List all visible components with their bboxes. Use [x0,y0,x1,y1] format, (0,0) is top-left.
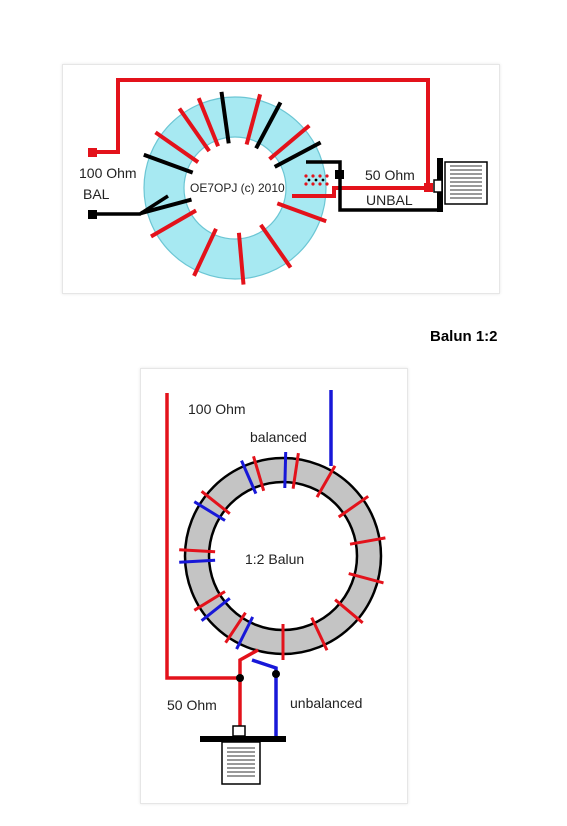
bottom-blue-winding [240,460,258,495]
top-coax-connector [433,158,488,212]
top-black-winding [140,197,193,216]
top-unbal-label: UNBAL [366,192,413,208]
bottom-blue-winding [193,500,226,522]
bottom-blue-winding [283,451,288,489]
top-red-tap-wire [292,186,428,198]
bottom-50ohm-node [236,674,244,682]
top-left-red-terminal [88,148,97,157]
bottom-red-winding [224,611,247,644]
bottom-red-winding [179,548,216,554]
top-black-winding [143,152,194,175]
top-red-winding [192,227,218,277]
bottom-blue-unbalanced-wire [251,658,278,738]
bottom-red-winding [337,495,370,519]
top-black-winding [254,101,283,150]
top-red-winding [154,130,200,164]
bottom-red-winding [252,455,266,492]
bottom-balanced-label: balanced [250,429,307,445]
top-red-winding [276,201,327,224]
top-red-winding [268,124,311,161]
bottom-red-winding [348,572,384,585]
bottom-blue-winding [235,616,255,650]
top-dotted-jumper [304,174,329,186]
bottom-red-winding [193,590,226,612]
top-left-black-terminal [88,210,97,219]
bottom-balun-diagram: 100 Ohm balanced 1:2 Balun 50 Ohm unbala… [165,390,386,785]
bottom-coax-connector [200,725,286,785]
bottom-red-winding [310,616,329,651]
bottom-red-winding [349,536,386,546]
top-black-winding [219,91,231,144]
top-red-winding [177,107,211,153]
bottom-red-tap-wire [238,648,259,678]
top-copyright-label: OE7OPJ (c) 2010 [190,181,285,195]
top-black-winding [273,140,322,169]
top-red-winding [244,93,263,146]
bottom-red-winding [334,598,364,624]
top-red-winding [149,208,198,239]
bottom-red-winding [200,490,231,515]
bottom-50ohm-label: 50 Ohm [167,697,217,713]
top-bal-label: BAL [83,186,110,202]
bottom-unbalanced-label: unbalanced [290,695,362,711]
top-windings [140,91,327,285]
bottom-blue-winding [179,558,216,564]
top-black-bal-wire [92,194,169,216]
top-toroid-core [144,97,326,279]
bottom-center-label: 1:2 Balun [245,551,304,567]
top-red-winding [236,232,246,285]
balun-caption: Balun 1:2 [430,328,498,345]
bottom-windings [179,451,386,660]
top-100ohm-label: 100 Ohm [79,165,137,181]
top-50ohm-label: 50 Ohm [365,167,415,183]
top-red-winding [196,97,220,148]
top-red-winding [259,223,293,269]
bottom-unbalanced-node [272,670,280,678]
bottom-red-winding [315,465,337,498]
bottom-red-100ohm-wire [165,393,242,732]
bottom-blue-winding [200,597,231,622]
bottom-red-winding [291,452,300,489]
bottom-100ohm-label: 100 Ohm [188,401,246,417]
top-right-red-terminal [424,183,433,192]
top-black-node [335,170,344,179]
top-balun-diagram: 100 Ohm BAL OE7OPJ (c) 2010 50 Ohm UNBAL [79,78,488,285]
top-red-loop-wire [92,78,430,188]
